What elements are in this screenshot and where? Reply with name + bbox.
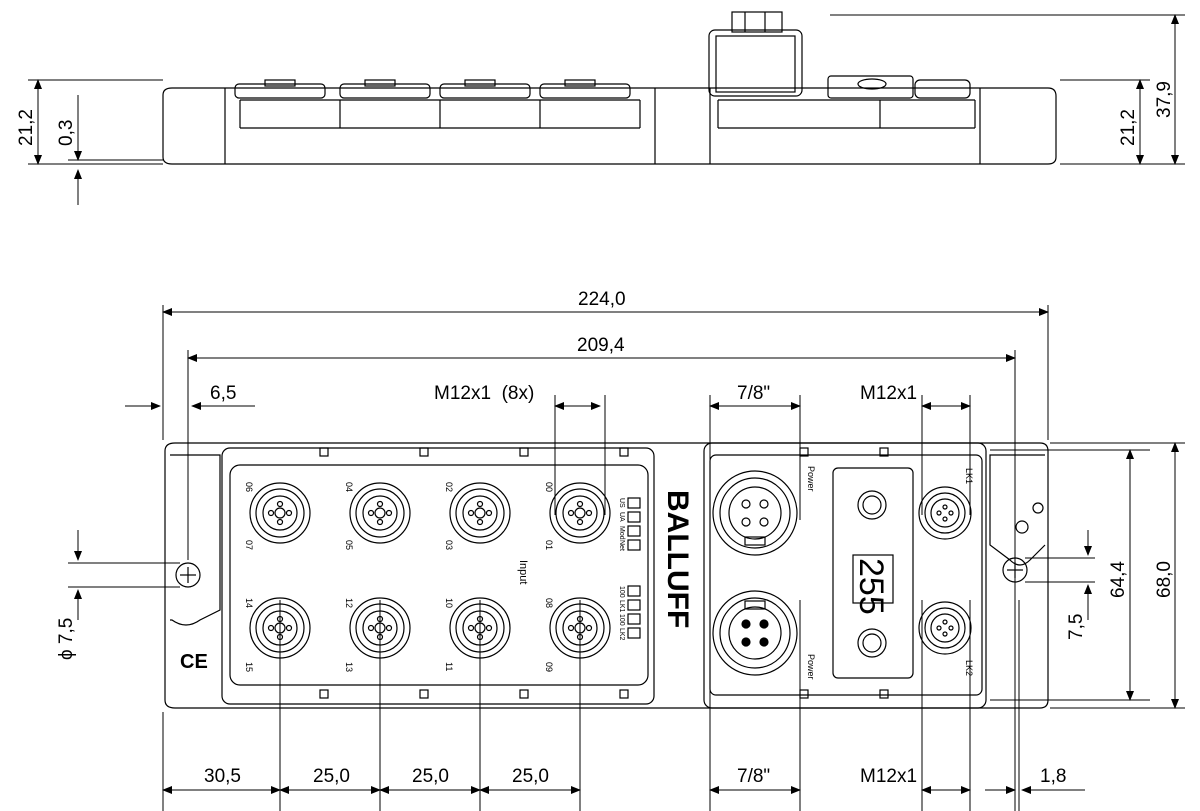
power-connector-out: [712, 590, 798, 676]
led-label: UA: [618, 512, 625, 522]
port-label: 02: [444, 482, 454, 492]
port-label: 08: [544, 598, 554, 608]
dim-power-top: 7/8": [737, 383, 770, 404]
side-height-right: 21,2: [1118, 109, 1139, 146]
dim-power-bottom: 7/8": [737, 766, 770, 787]
side-offset-left: 0,3: [56, 120, 77, 146]
m12-port: [549, 482, 611, 544]
top-view-body: [164, 442, 1049, 709]
port-label: 03: [444, 540, 454, 550]
dim-hole-spacing: 209,4: [577, 335, 625, 356]
led-label: Mod: [618, 526, 625, 540]
port-label: 07: [244, 540, 254, 550]
ce-mark: CE: [180, 651, 208, 673]
dim-m12-group: M12x1 (8x): [434, 383, 534, 404]
side-height-left: 21,2: [16, 109, 37, 146]
led-label: US: [618, 498, 625, 508]
lk2-label: LK2: [964, 660, 974, 676]
input-label: Input: [517, 560, 529, 584]
port-label: 00: [544, 482, 554, 492]
power-connector-in: [712, 470, 798, 556]
m12-port: [249, 482, 311, 544]
dim-hole-height: 7,5: [1066, 614, 1087, 640]
top-view-dimension-lines: [68, 305, 1185, 811]
lk1-label: LK1: [964, 468, 974, 484]
dim-hole-diameter: ϕ 7,5: [56, 618, 77, 660]
port-label: 12: [344, 598, 354, 608]
side-view-dimensions: [28, 14, 1185, 205]
m12-link-port: [918, 601, 972, 655]
dim-link-bottom: M12x1: [860, 766, 917, 787]
power-label-bottom: Power: [806, 654, 816, 680]
brand-logo: BALLUFF: [661, 490, 694, 628]
port-label: 04: [344, 482, 354, 492]
dim-link-top: M12x1: [860, 383, 917, 404]
dim-pitch: 25,0: [313, 766, 350, 787]
dim-pitch: 25,0: [512, 766, 549, 787]
led-label: 100: [618, 586, 625, 598]
port-label: 05: [344, 540, 354, 550]
port-label: 11: [444, 662, 454, 671]
dim-first-port: 30,5: [204, 766, 241, 787]
dim-total-height: 68,0: [1154, 561, 1175, 598]
port-label: 06: [244, 482, 254, 492]
port-label: 10: [444, 598, 454, 608]
side-view: [162, 11, 1057, 165]
dim-inner-height: 64,4: [1108, 561, 1129, 598]
led-label: LK2: [618, 628, 625, 641]
port-label: 01: [544, 540, 554, 550]
port-label: 13: [344, 662, 354, 672]
side-total-height: 37,9: [1154, 81, 1175, 118]
led-label: Net: [618, 540, 625, 551]
dim-edge-offset: 1,8: [1040, 766, 1066, 787]
port-label: 09: [544, 662, 554, 672]
port-labels: 06 04 02 00 07 05 03 01 14 12 10 08 15 1…: [244, 466, 974, 680]
dim-hole-offset: 6,5: [210, 383, 236, 404]
led-label: 100: [618, 614, 625, 626]
dim-pitch: 25,0: [412, 766, 449, 787]
dim-overall-length: 224,0: [578, 289, 626, 310]
m12-link-port: [918, 486, 972, 540]
m12-port: [449, 482, 511, 544]
port-label: 15: [244, 662, 254, 672]
display-value: 255: [852, 558, 890, 615]
led-label: LK1: [618, 600, 625, 613]
m12-port: [349, 482, 411, 544]
power-label-top: Power: [806, 466, 816, 492]
port-label: 14: [244, 598, 254, 608]
